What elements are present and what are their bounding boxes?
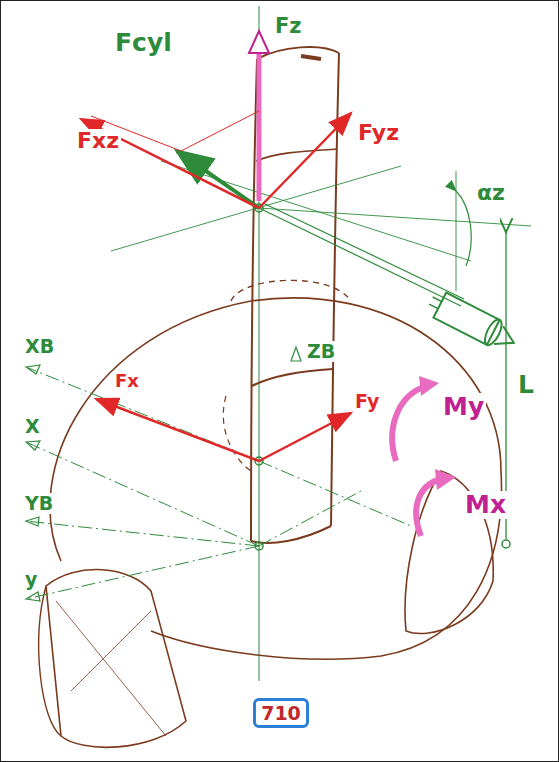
force-label: Fcyl: [113, 29, 174, 57]
figure-number-box: 710: [253, 698, 309, 728]
force-label: Fy: [353, 391, 381, 412]
dimension-label: L: [516, 371, 536, 399]
axis-label: YB: [23, 493, 55, 514]
force-label: Fxz: [75, 129, 121, 153]
axis-label: y: [23, 569, 39, 590]
force-label: Fyz: [356, 121, 401, 145]
moment-label: My: [441, 393, 486, 421]
moment-label: Mx: [463, 491, 508, 519]
axis-label: ZB: [305, 341, 337, 362]
angle-label: αz: [475, 181, 507, 205]
axis-label: XB: [23, 336, 56, 357]
force-label: Fx: [113, 371, 141, 391]
force-label: Fz: [273, 15, 304, 38]
axis-label: X: [23, 416, 42, 437]
figure-number: 710: [261, 702, 301, 724]
